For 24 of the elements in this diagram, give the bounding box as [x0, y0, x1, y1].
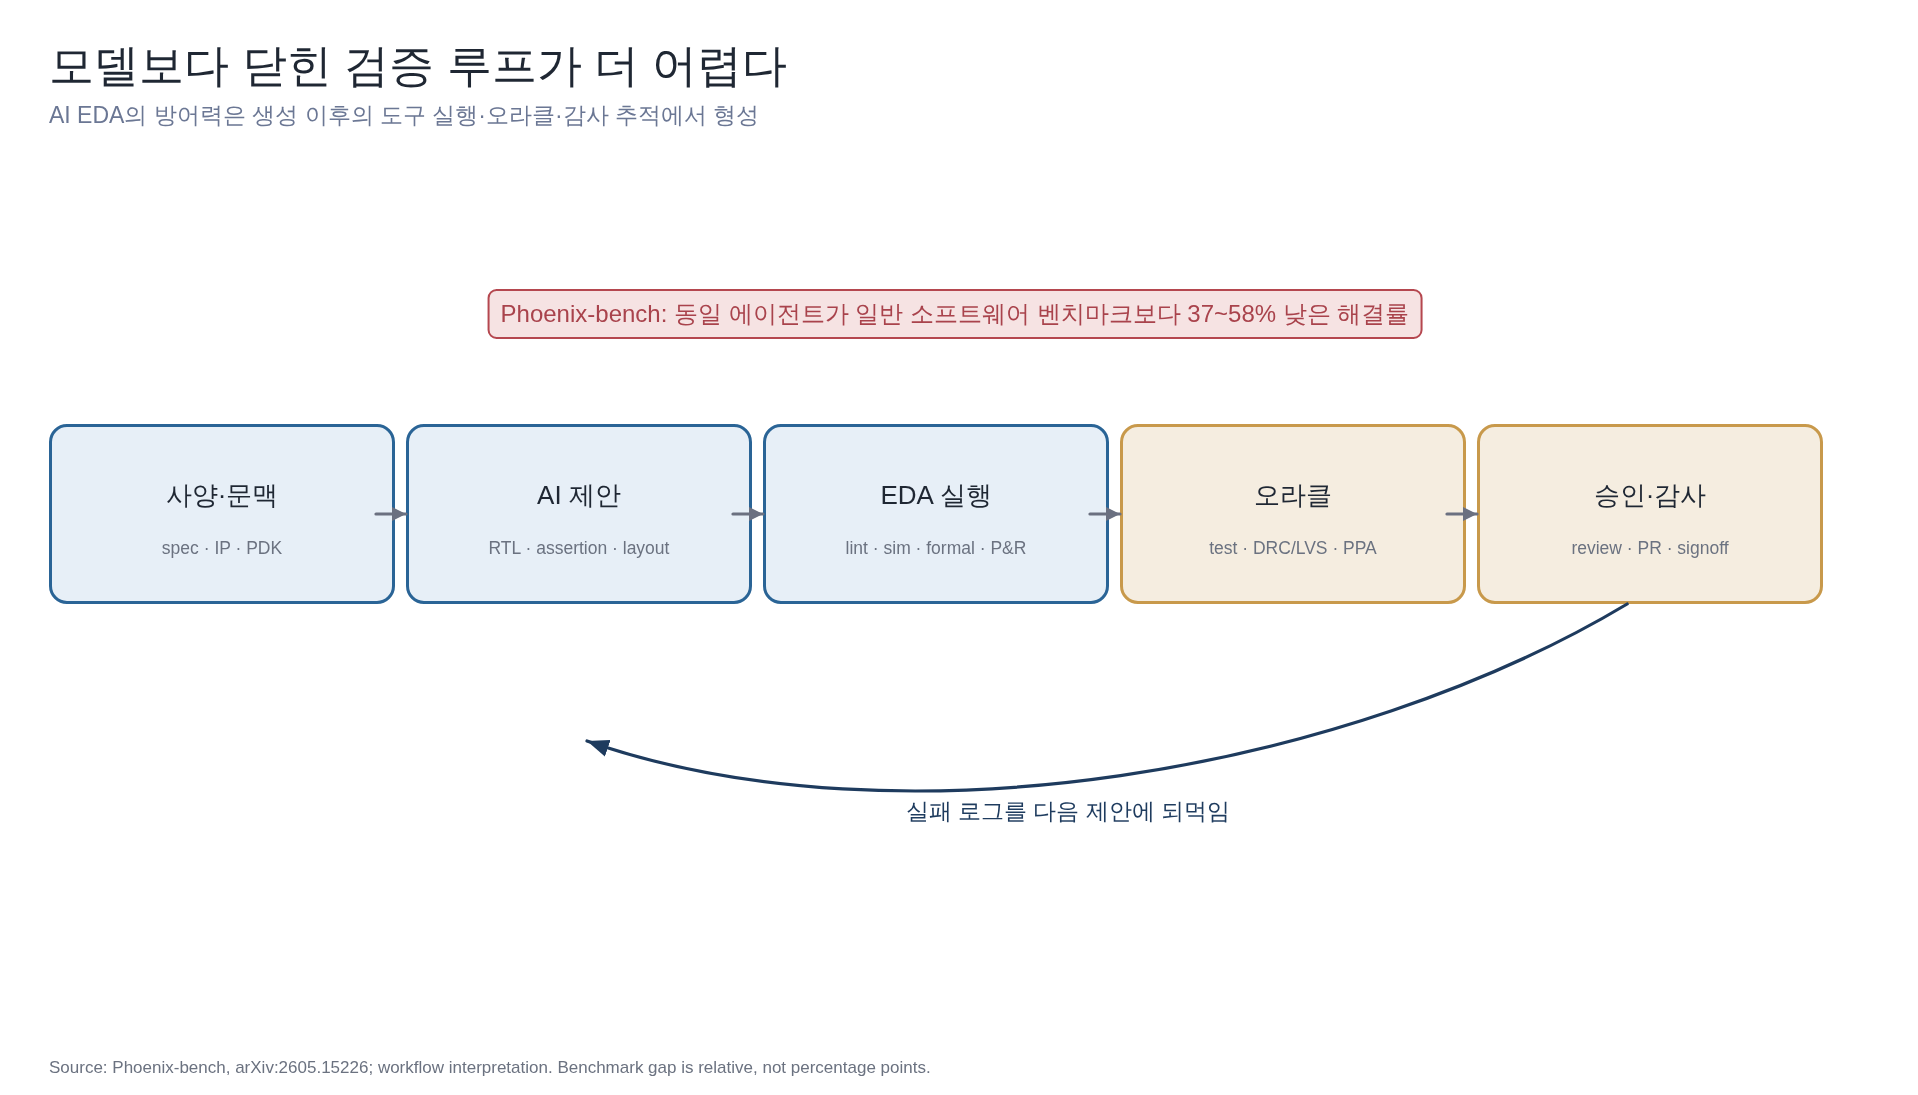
step-title: 사양·문맥 — [165, 479, 279, 512]
arrow — [1088, 507, 1122, 521]
note-banner: Phoenix-bench: 동일 에이전트가 일반 소프트웨어 벤치마크보다 37~58% 낮은 해결률 — [487, 289, 1423, 339]
process-box — [1477, 424, 1823, 604]
arrow — [1445, 507, 1479, 521]
source-note: Source: Phoenix-bench, arXiv:2605.15226; workflow interpretation. Benchmark gap is relative, not percentage points. — [49, 1057, 931, 1079]
arrow — [374, 507, 408, 521]
step-title: 승인·감사 — [1593, 479, 1707, 512]
process-box — [406, 424, 752, 604]
process-box — [49, 424, 395, 604]
step-details: test · DRC/LVS · PPA — [1209, 537, 1377, 560]
step-title: AI 제안 — [537, 479, 621, 512]
process-box — [763, 424, 1109, 604]
step-title: EDA 실행 — [880, 479, 992, 512]
process-box — [1120, 424, 1466, 604]
title: 모델보다 닫힌 검증 루프가 더 어렵다 — [49, 39, 787, 93]
subtitle: AI EDA의 방어력은 생성 이후의 도구 실행·오라클·감사 추적에서 형성 — [49, 101, 760, 130]
feedback-arrow — [585, 602, 1629, 793]
step-details: RTL · assertion · layout — [488, 537, 670, 560]
arrow — [731, 507, 765, 521]
step-details: spec · IP · PDK — [161, 537, 283, 560]
step-title: 오라클 — [1254, 479, 1332, 512]
step-details: lint · sim · formal · P&R — [845, 537, 1027, 560]
step-details: review · PR · signoff — [1571, 537, 1729, 560]
